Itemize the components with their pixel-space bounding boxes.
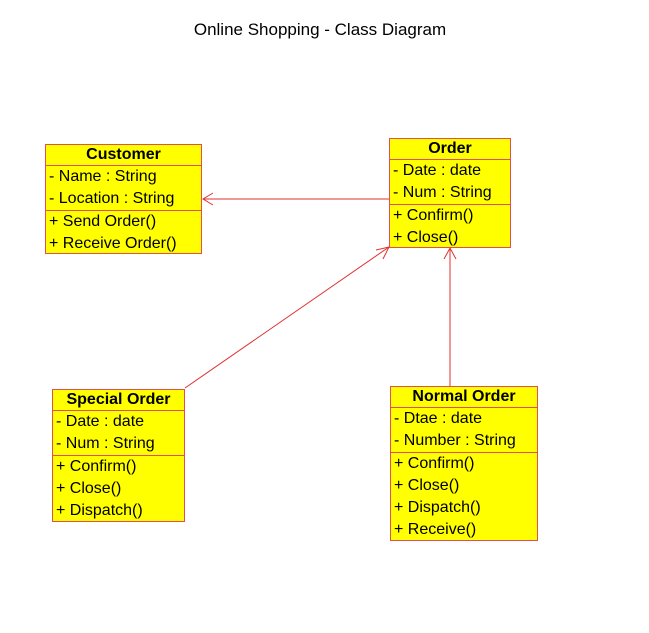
operation: + Dispatch() bbox=[394, 499, 481, 516]
class-name: Normal Order bbox=[391, 387, 537, 408]
operation: + Receive Order() bbox=[49, 235, 177, 252]
attribute: - Num : String bbox=[56, 435, 155, 452]
arrowhead-customer-icon bbox=[202, 192, 214, 206]
attribute: - Num : String bbox=[393, 184, 492, 201]
operations-section: + Send Order() + Receive Order() bbox=[46, 210, 201, 255]
attribute: - Name : String bbox=[49, 168, 157, 185]
operation: + Confirm() bbox=[394, 455, 475, 472]
operation: + Receive() bbox=[394, 521, 477, 538]
class-special-order[interactable]: Special Order - Date : date - Num : Stri… bbox=[52, 389, 185, 522]
class-name: Order bbox=[390, 139, 510, 160]
attributes-section: - Date : date - Num : String bbox=[53, 411, 184, 455]
diagram-title: Online Shopping - Class Diagram bbox=[193, 20, 447, 39]
class-order[interactable]: Order - Date : date - Num : String + Con… bbox=[389, 138, 511, 248]
attribute: - Date : date bbox=[56, 413, 145, 430]
operation: + Close() bbox=[56, 480, 122, 497]
operation: + Close() bbox=[393, 229, 459, 246]
class-name: Customer bbox=[46, 145, 201, 166]
attribute: - Date : date bbox=[393, 162, 482, 179]
attributes-section: - Date : date - Num : String bbox=[390, 160, 510, 204]
class-customer[interactable]: Customer - Name : String - Location : St… bbox=[45, 144, 202, 254]
operation: + Confirm() bbox=[56, 458, 137, 475]
attributes-section: - Dtae : date - Number : String bbox=[391, 408, 537, 452]
operations-section: + Confirm() + Close() bbox=[390, 204, 510, 249]
class-name: Special Order bbox=[53, 390, 184, 411]
arrowhead-order-from-normal-icon bbox=[443, 246, 457, 260]
operation: + Send Order() bbox=[49, 213, 157, 230]
operation: + Confirm() bbox=[393, 207, 474, 224]
operation: + Dispatch() bbox=[56, 502, 143, 519]
attribute: - Location : String bbox=[49, 190, 175, 207]
connector-special-order-to-order bbox=[184, 246, 390, 389]
class-normal-order[interactable]: Normal Order - Dtae : date - Number : St… bbox=[390, 386, 538, 541]
operations-section: + Confirm() + Close() + Dispatch() + Rec… bbox=[391, 452, 537, 541]
attributes-section: - Name : String - Location : String bbox=[46, 166, 201, 210]
attribute: - Dtae : date bbox=[394, 410, 483, 427]
operation: + Close() bbox=[394, 477, 460, 494]
operations-section: + Confirm() + Close() + Dispatch() bbox=[53, 455, 184, 522]
attribute: - Number : String bbox=[394, 432, 516, 449]
